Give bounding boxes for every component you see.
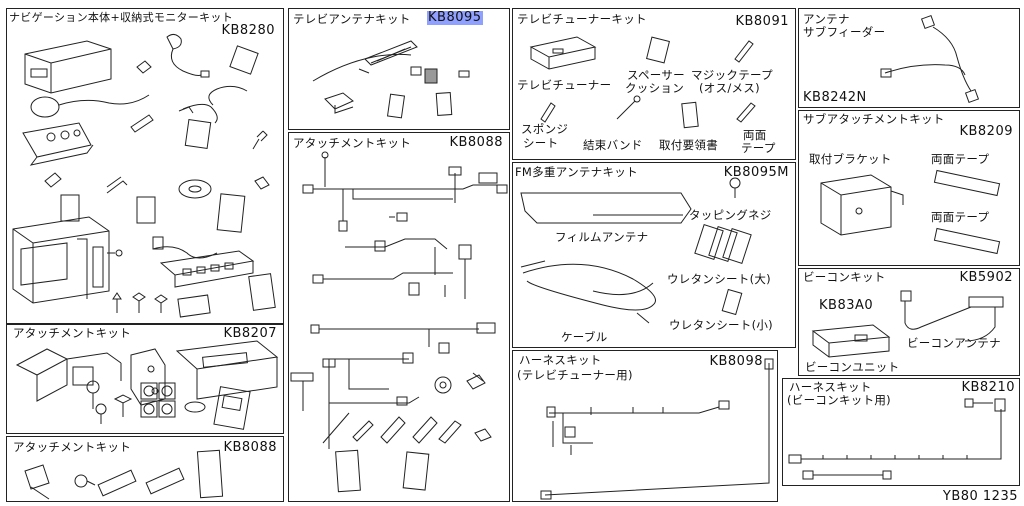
part-code: KB5902	[959, 270, 1013, 285]
part-code: KB8242N	[803, 90, 867, 105]
label-urethane-large: ウレタンシート(大)	[667, 272, 771, 286]
antenna-feeder-illustration	[880, 14, 980, 104]
label-double-tape-2: テープ	[741, 141, 776, 155]
part-code: KB8091	[735, 14, 789, 29]
label-tape-1: 両面テープ	[931, 152, 990, 166]
label-cushion: クッション	[625, 81, 684, 95]
part-code: KB8280	[221, 23, 275, 38]
part-code: KB8098	[709, 354, 763, 369]
fm-antenna-illustration	[520, 177, 752, 324]
panel-title: ナビゲーション本体+収納式モニターキット	[9, 11, 233, 24]
label-magic-tape: マジックテープ	[691, 68, 773, 82]
panel-attach-kb8207: アタッチメントキット KB8207	[6, 324, 284, 434]
panel-title: アタッチメントキット	[293, 136, 411, 150]
panel-subtitle: (テレビチューナー用)	[517, 368, 633, 382]
tv-tuner-illustration	[529, 36, 756, 129]
part-code: KB8088	[449, 135, 503, 150]
part-code: KB8088	[223, 440, 277, 455]
panel-nav-kit: ナビゲーション本体+収納式モニターキット KB8280	[6, 8, 284, 324]
label-cable: ケーブル	[561, 330, 608, 344]
panel-subtitle: (ビーコンキット用)	[787, 393, 891, 407]
label-spacer: スペーサー	[627, 68, 685, 82]
panel-tv-antenna: テレビアンテナキット KB8095	[288, 8, 510, 130]
panel-title: アンテナ	[803, 12, 850, 26]
panel-antenna-feeder: アンテナ サブフィーダー KB8242N	[798, 8, 1020, 108]
label-sponge-2: シート	[523, 136, 559, 150]
label-manual: 取付要領書	[659, 138, 718, 152]
tv-antenna-illustration	[312, 40, 470, 119]
harness-beacon-illustration	[788, 398, 1006, 480]
label-urethane-small: ウレタンシート(小)	[669, 318, 773, 332]
label-bracket: 取付ブラケット	[809, 152, 892, 166]
label-film-antenna: フィルムアンテナ	[555, 230, 649, 244]
part-code: KB8210	[961, 380, 1015, 395]
panel-beacon: ビーコンキット KB5902 KB83A0 ビーコンユニット ビーコンアンテナ	[798, 268, 1020, 376]
panel-title: テレビアンテナキット	[293, 12, 411, 26]
drawing-number: YB80 1235	[942, 489, 1018, 504]
label-model: KB83A0	[819, 298, 874, 313]
panel-sub-attach: サブアタッチメントキット KB8209 取付ブラケット 両面テープ 両面テープ	[798, 110, 1020, 266]
panel-harness-beacon: ハーネスキット (ビーコンキット用) KB8210	[782, 378, 1020, 486]
panel-title: アタッチメントキット	[13, 326, 131, 340]
part-code: KB8095M	[723, 165, 789, 180]
panel-title: テレビチューナーキット	[517, 12, 647, 26]
label-band: 結束バンド	[583, 138, 643, 152]
attach-kb8088-illustration	[290, 151, 508, 493]
panel-tv-tuner: テレビチューナーキット KB8091 テレビチューナー スペーサー クッション …	[512, 8, 796, 160]
part-code[interactable]: KB8095	[427, 10, 483, 25]
label-tuner: テレビチューナー	[517, 78, 612, 92]
sub-attach-illustration	[820, 169, 1001, 255]
nav-kit-illustration	[12, 33, 276, 318]
label-beacon-unit: ビーコンユニット	[805, 360, 900, 374]
label-tapping-screw: タッピングネジ	[689, 208, 772, 222]
attach-kb8088-small-illustration	[24, 449, 224, 500]
panel-harness-tv: ハーネスキット (テレビチューナー用) KB8098	[512, 350, 778, 502]
part-code: KB8209	[959, 124, 1013, 139]
panel-title: ビーコンキット	[803, 270, 886, 284]
panel-attach-kb8088-main: アタッチメントキット KB8088	[288, 132, 510, 502]
panel-title-2: サブフィーダー	[803, 25, 886, 39]
panel-title: サブアタッチメントキット	[803, 112, 945, 126]
panel-attach-kb8088-small: アタッチメントキット KB8088	[6, 436, 284, 502]
label-sponge: スポンジ	[521, 122, 569, 136]
part-code: KB8207	[223, 326, 277, 341]
label-double-tape: 両面	[743, 128, 767, 142]
label-magic-tape-sub: (オス/メス)	[699, 81, 760, 95]
attach-kb8207-illustration	[15, 340, 279, 430]
panel-title: FM多重アンテナキット	[515, 165, 638, 179]
panel-fm-antenna: FM多重アンテナキット KB8095M タッピングネジ フィルムアンテナ ウレタ…	[512, 162, 796, 348]
panel-title: アタッチメントキット	[13, 440, 131, 454]
harness-tv-illustration	[540, 358, 774, 500]
panel-title: ハーネスキット	[519, 353, 602, 367]
beacon-illustration	[811, 290, 1004, 358]
label-tape-2: 両面テープ	[931, 210, 990, 224]
panel-title: ハーネスキット	[789, 380, 872, 394]
